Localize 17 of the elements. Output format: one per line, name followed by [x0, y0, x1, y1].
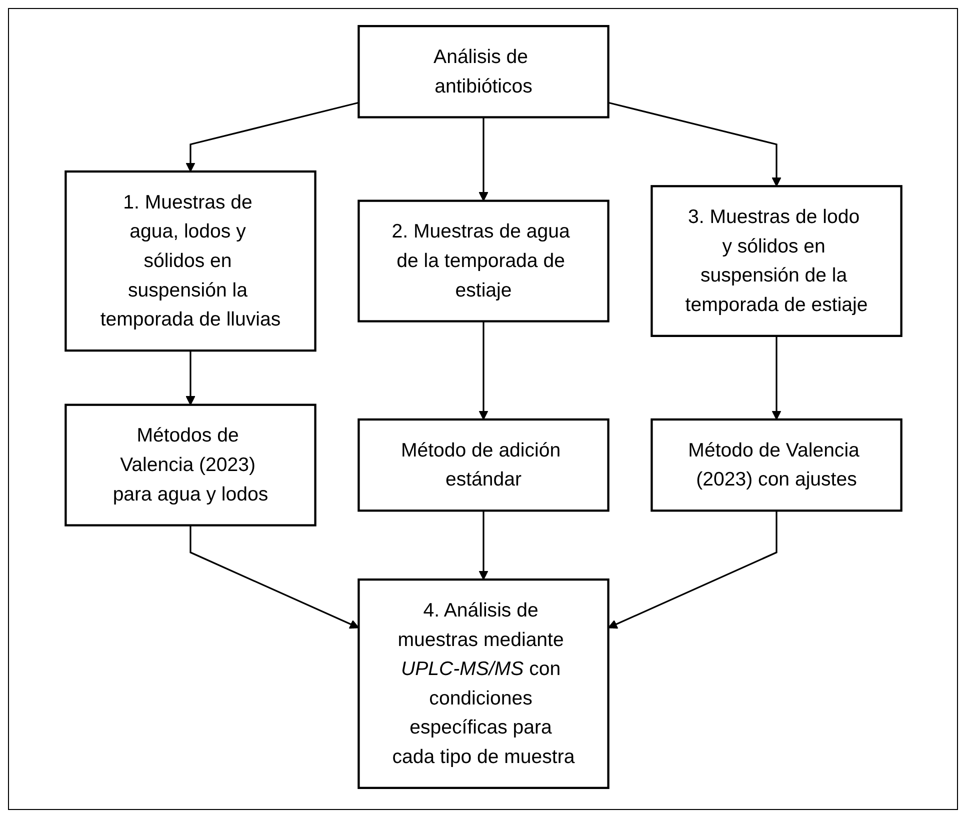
- node-box: 2. Muestras de agua de la temporada de estiaje: [357, 199, 609, 322]
- arrow: [478, 116, 488, 201]
- node-box: Métodos de Valencia (2023) para agua y lodos: [64, 403, 316, 526]
- node-box: 1. Muestras de agua, lodos y sólidos en suspensión la temporada de lluvias: [64, 170, 316, 352]
- arrow: [478, 320, 488, 420]
- arrow: [608, 101, 781, 186]
- arrow: [185, 350, 195, 405]
- node-box: 3. Muestras de lodo y sólidos en suspensión de la temporada de estiaje: [650, 184, 902, 336]
- node-box: 4. Análisis de muestras mediante UPLC-MS/MS con condiciones específicas para cada tipo de muestra: [357, 578, 609, 788]
- node-box: Método de Valencia (2023) con ajustes: [650, 418, 902, 512]
- arrow: [189, 524, 359, 628]
- arrow: [607, 510, 777, 628]
- arrow: [185, 101, 358, 172]
- arrow: [478, 510, 488, 580]
- node-box: Análisis de antibióticos: [357, 24, 609, 118]
- node-box: Método de adición estándar: [357, 418, 609, 512]
- arrow: [771, 335, 781, 420]
